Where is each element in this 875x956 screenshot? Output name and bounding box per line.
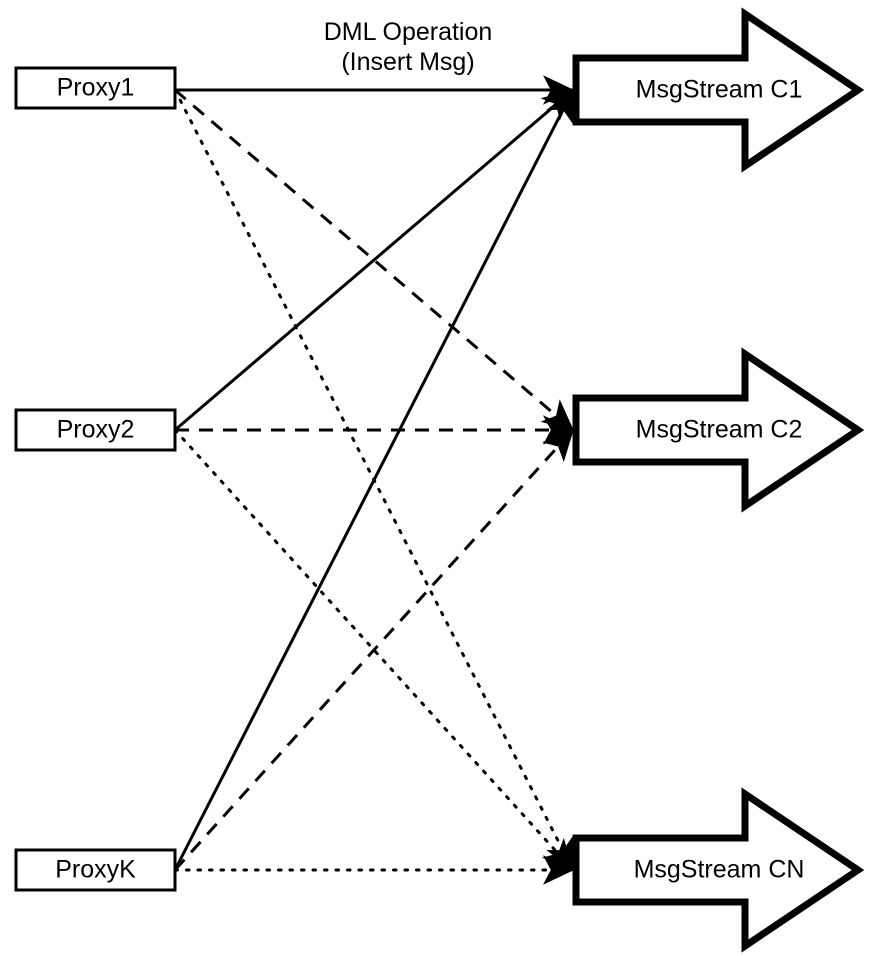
proxy-box-shape [14,66,177,110]
edge-proxy2-to-cn [173,428,575,872]
edge-label-dml-operation: DML Operation (Insert Msg) [324,18,493,76]
msgstream-arrow-shape [572,7,865,173]
msgstream-label: MsgStream CN [634,856,805,884]
proxy-box-shape [14,848,177,892]
proxy-node-proxy1[interactable]: Proxy1 [14,66,177,110]
msgstream-label: MsgStream C1 [636,76,803,104]
msgstream-node-c2[interactable]: MsgStream C2 [572,347,865,513]
edge-line-dotted [173,428,575,872]
edges-layer [173,75,575,885]
edge-line-solid [174,88,574,432]
edge-proxy1-to-c2 [174,88,574,432]
edge-line-dashed [174,88,574,432]
edge-label-line1: DML Operation [324,18,493,46]
msgstream-node-c1[interactable]: MsgStream C1 [572,7,865,173]
proxy-label: Proxy2 [57,416,135,444]
proxy-node-proxyk[interactable]: ProxyK [14,848,177,892]
msgstream-label: MsgStream C2 [636,416,803,444]
msgstream-arrow-shape [572,347,865,513]
edge-proxyk-to-c2 [173,428,575,872]
proxy-box-shape [14,408,177,452]
edge-line-dashed [173,428,575,872]
msgstream-node-cn[interactable]: MsgStream CN [572,787,865,953]
msgstream-nodes-layer: MsgStream C1 MsgStream C2 MsgStream CN [572,7,865,953]
proxy-node-proxy2[interactable]: Proxy2 [14,408,177,452]
edge-line-solid [173,88,575,871]
edge-label-line2: (Insert Msg) [341,48,474,76]
proxy-label: ProxyK [55,856,136,884]
edge-proxyk-to-c1 [173,88,575,871]
proxy-label: Proxy1 [57,74,135,102]
msgstream-arrow-shape [572,787,865,953]
edge-proxy2-to-c1 [174,88,574,432]
